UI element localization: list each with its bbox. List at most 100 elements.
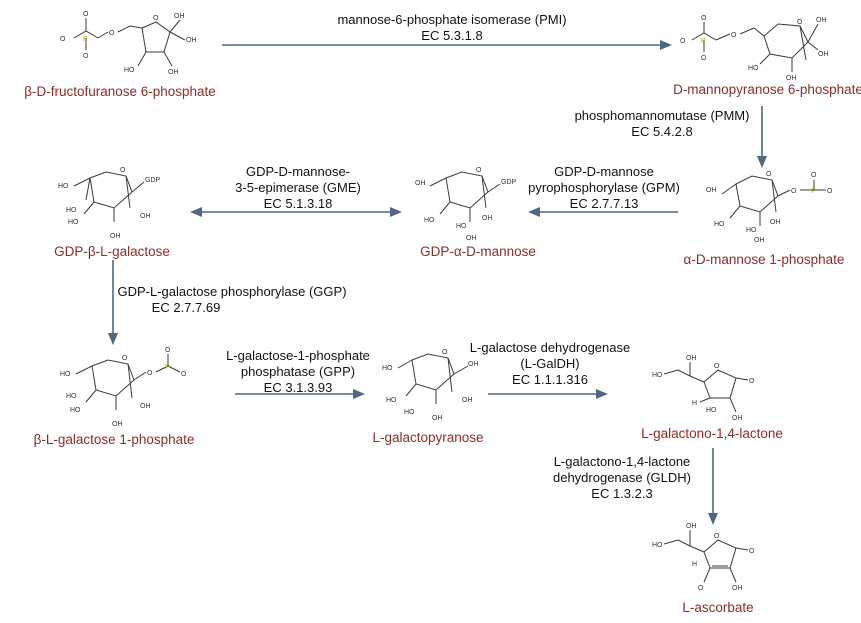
svg-text:HO: HO [746, 227, 757, 234]
svg-text:HO: HO [714, 221, 725, 228]
enzyme-name: GDP-D-mannose [554, 164, 654, 179]
compound-galactose-1-phosphate: β-L-galactose 1-phosphate [33, 432, 195, 447]
svg-text:O: O [680, 38, 686, 45]
svg-text:OH: OH [770, 219, 781, 226]
enzyme-label-gldh: L-galactono-1,4-lactone dehydrogenase (G… [553, 454, 691, 502]
enzyme-label-gpm: GDP-D-mannose pyrophosphorylase (GPM) EC… [528, 164, 680, 212]
svg-text:P: P [701, 38, 706, 45]
svg-text:O: O [147, 370, 153, 377]
enzyme-label-pmi: mannose-6-phosphate isomerase (PMI) EC 5… [337, 12, 566, 44]
svg-text:H: H [692, 400, 697, 407]
svg-text:GDP: GDP [501, 179, 517, 186]
svg-text:O: O [153, 15, 159, 22]
svg-text:P: P [83, 36, 88, 43]
svg-text:OH: OH [482, 215, 493, 222]
svg-text:HO: HO [404, 409, 415, 416]
enzyme-name: phosphomannomutase (PMM) [574, 108, 750, 123]
enzyme-ec: EC 5.4.2.8 [631, 124, 693, 139]
compound-galactonolactone: L-galactono-1,4-lactone [641, 426, 783, 441]
compound-mannose-1-phosphate: α-D-mannose 1-phosphate [683, 252, 845, 267]
molecule-mannopyranose-6-phosphate: O P O O O O OH OH HO OH [680, 15, 829, 82]
svg-text:OH: OH [432, 415, 443, 422]
compound-galactopyranose: L-galactopyranose [372, 430, 484, 445]
svg-text:HO: HO [386, 397, 397, 404]
molecule-ascorbate: OH HO O O H O OH [652, 523, 755, 592]
svg-text:OH: OH [786, 75, 797, 82]
enzyme-ec: EC 2.7.7.13 [569, 196, 639, 211]
enzyme-ec: EC 3.1.3.93 [263, 380, 333, 395]
svg-text:OH: OH [168, 69, 179, 76]
svg-text:O: O [701, 55, 707, 62]
arrow-ggp [108, 260, 118, 345]
enzyme-ec: EC 5.1.3.18 [263, 196, 333, 211]
svg-text:OH: OH [415, 180, 426, 187]
compound-mannopyranose-6-phosphate: D-mannopyranose 6-phosphate [673, 82, 861, 97]
enzyme-ec: EC 5.3.1.8 [421, 28, 483, 43]
svg-text:OH: OH [174, 13, 185, 20]
arrow-pmm [757, 106, 767, 168]
svg-text:HO: HO [124, 67, 135, 74]
enzyme-name: L-galactose dehydrogenase [469, 340, 631, 355]
enzyme-label-gme: GDP-D-mannose- 3-5-epimerase (GME) EC 5.… [235, 164, 361, 212]
svg-text:O: O [701, 15, 707, 22]
svg-text:OH: OH [462, 397, 473, 404]
svg-text:O: O [714, 363, 720, 370]
svg-text:O: O [766, 171, 772, 178]
svg-text:OH: OH [466, 235, 477, 242]
arrow-gme[interactable] [190, 207, 402, 217]
svg-text:O: O [165, 347, 171, 354]
svg-text:OH: OH [706, 187, 717, 194]
enzyme-name: L-galactono-1,4-lactone [553, 454, 691, 469]
svg-text:O: O [83, 11, 89, 18]
svg-text:O: O [476, 167, 482, 174]
enzyme-name-2: pyrophosphorylase (GPM) [528, 180, 680, 195]
enzyme-ec: EC 1.3.2.3 [591, 486, 653, 501]
enzyme-ec: EC 1.1.1.316 [512, 372, 588, 387]
enzyme-name: GDP-D-mannose- [245, 164, 351, 179]
svg-text:GDP: GDP [145, 177, 161, 184]
svg-text:HO: HO [60, 371, 71, 378]
molecule-galactopyranose: HO O OH HO HO OH OH [382, 349, 479, 422]
svg-text:O: O [109, 30, 115, 37]
svg-text:HO: HO [70, 407, 81, 414]
enzyme-label-gpp: L-galactose-1-phosphate phosphatase (GPP… [226, 348, 370, 396]
svg-text:OH: OH [754, 237, 765, 244]
svg-text:HO: HO [382, 365, 393, 372]
svg-text:P: P [165, 364, 170, 371]
svg-text:OH: OH [140, 213, 151, 220]
enzyme-name: mannose-6-phosphate isomerase (PMI) [337, 12, 567, 27]
svg-text:HO: HO [424, 217, 435, 224]
svg-text:OH: OH [732, 585, 743, 592]
svg-text:O: O [83, 53, 89, 60]
enzyme-label-galdh: L-galactose dehydrogenase (L-GalDH) EC 1… [470, 340, 630, 388]
arrow-pmi [222, 40, 672, 50]
svg-text:O: O [749, 548, 755, 555]
svg-text:O: O [749, 378, 755, 385]
svg-text:OH: OH [186, 37, 197, 44]
enzyme-name-2: phosphatase (GPP) [240, 364, 356, 379]
svg-text:P: P [811, 188, 816, 195]
compound-gdp-galactose: GDP-β-L-galactose [54, 244, 170, 259]
svg-text:HO: HO [68, 219, 79, 226]
enzyme-name-2: dehydrogenase (GLDH) [552, 470, 692, 485]
svg-text:OH: OH [732, 415, 743, 422]
svg-text:HO: HO [66, 393, 77, 400]
compound-ascorbate: L-ascorbate [682, 600, 754, 615]
molecule-galactose-1-phosphate: HO O O P O O HO HO OH OH [60, 347, 187, 428]
svg-text:O: O [60, 36, 66, 43]
enzyme-name: L-galactose-1-phosphate [226, 348, 370, 363]
svg-text:OH: OH [686, 355, 697, 362]
svg-text:O: O [791, 188, 797, 195]
svg-text:HO: HO [456, 223, 467, 230]
svg-text:HO: HO [58, 183, 69, 190]
svg-text:OH: OH [110, 233, 121, 240]
svg-text:O: O [731, 32, 737, 39]
arrow-galdh [488, 389, 608, 399]
svg-text:O: O [120, 167, 126, 174]
svg-text:O: O [797, 19, 803, 26]
svg-text:OH: OH [816, 17, 827, 24]
svg-text:O: O [714, 533, 720, 540]
molecule-gdp-galactose: HO O GDP HO HO OH OH [58, 167, 161, 240]
svg-text:HO: HO [66, 207, 77, 214]
